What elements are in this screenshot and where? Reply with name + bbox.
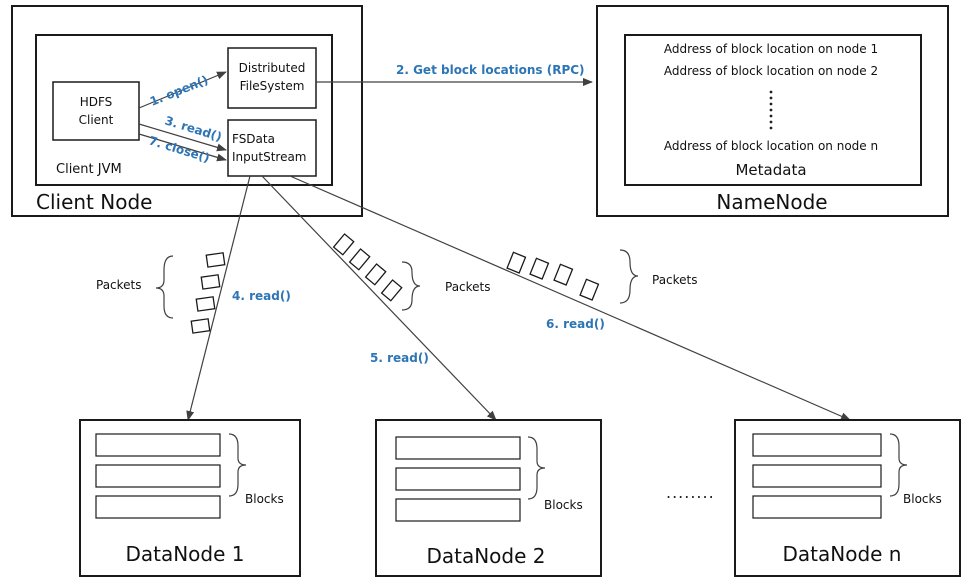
packet: [200, 274, 221, 290]
client-node-label: Client Node: [36, 190, 152, 214]
datanode-2: Blocks DataNode 2: [375, 419, 602, 577]
step-read-4: 4. read(): [232, 289, 291, 303]
datanode-1-label: DataNode 1: [125, 542, 244, 566]
datanode-1: Blocks DataNode 1: [79, 419, 301, 577]
blocks-label-1: Blocks: [245, 492, 284, 506]
client-jvm-label: Client JVM: [56, 162, 122, 177]
read-arrow-datanode-2: [261, 175, 497, 421]
packet: [190, 318, 211, 334]
block: [395, 436, 521, 460]
packets-group-3: Packets: [506, 249, 698, 304]
block: [95, 495, 221, 519]
packet: [579, 278, 600, 301]
client-node: Client Node Client JVM HDFS Client Distr…: [11, 5, 363, 217]
step-get-locations: 2. Get block locations (RPC): [396, 63, 585, 77]
distributed-fs-line2: FileSystem: [240, 79, 305, 93]
packet: [380, 279, 403, 302]
namenode-label: NameNode: [716, 190, 827, 214]
distributed-fs-line1: Distributed: [239, 61, 306, 75]
blocks-label-n: Blocks: [903, 492, 942, 506]
metadata-box: [624, 34, 922, 186]
read-arrow-datanode-1: [186, 175, 251, 421]
block: [752, 433, 882, 457]
hdfs-client-line2: Client: [79, 113, 114, 127]
block: [95, 433, 221, 457]
datanode-n-label: DataNode n: [783, 542, 902, 566]
close-arrow: [138, 133, 227, 162]
read-arrow: [138, 123, 227, 152]
step-read-5: 5. read(): [370, 351, 429, 365]
block: [752, 464, 882, 488]
blocks-label-2: Blocks: [544, 498, 583, 512]
block: [395, 467, 521, 491]
packets-group-1: Packets: [96, 252, 226, 334]
datanode-ellipsis: ........: [666, 483, 715, 502]
vertical-ellipsis: [769, 90, 773, 130]
metadata-entry-2: Address of block location on node 2: [664, 64, 878, 78]
metadata-entry-n: Address of block location on node n: [664, 139, 878, 153]
packet: [506, 251, 527, 274]
block: [395, 498, 521, 522]
packet: [553, 263, 574, 286]
packet: [364, 263, 387, 286]
step-read-6: 6. read(): [546, 317, 605, 331]
fsdata-line2: InputStream: [232, 150, 307, 164]
metadata-label: Metadata: [735, 161, 806, 179]
packets-group-2: Packets: [332, 233, 491, 311]
metadata-entry-1: Address of block location on node 1: [664, 42, 878, 56]
packet: [529, 257, 550, 280]
packet: [195, 296, 216, 312]
block: [95, 464, 221, 488]
block: [752, 495, 882, 519]
datanode-n: Blocks DataNode n: [734, 419, 961, 577]
open-arrow: [138, 71, 227, 109]
namenode: Address of block location on node 1 Addr…: [596, 5, 949, 217]
packets-label-3: Packets: [652, 273, 698, 287]
packets-label-2: Packets: [445, 280, 491, 294]
packets-label-1: Packets: [96, 278, 142, 292]
hdfs-client-box: [52, 81, 140, 141]
fsdata-line1: FSData: [232, 132, 275, 146]
fsdata-inputstream-box: [227, 119, 317, 177]
hdfs-client-line1: HDFS: [80, 95, 113, 109]
read-arrow-datanode-n: [289, 175, 851, 421]
packet: [332, 233, 355, 256]
distributed-filesystem-box: [227, 47, 317, 109]
packet: [205, 252, 226, 268]
datanode-2-label: DataNode 2: [426, 544, 545, 568]
packet: [348, 248, 371, 271]
